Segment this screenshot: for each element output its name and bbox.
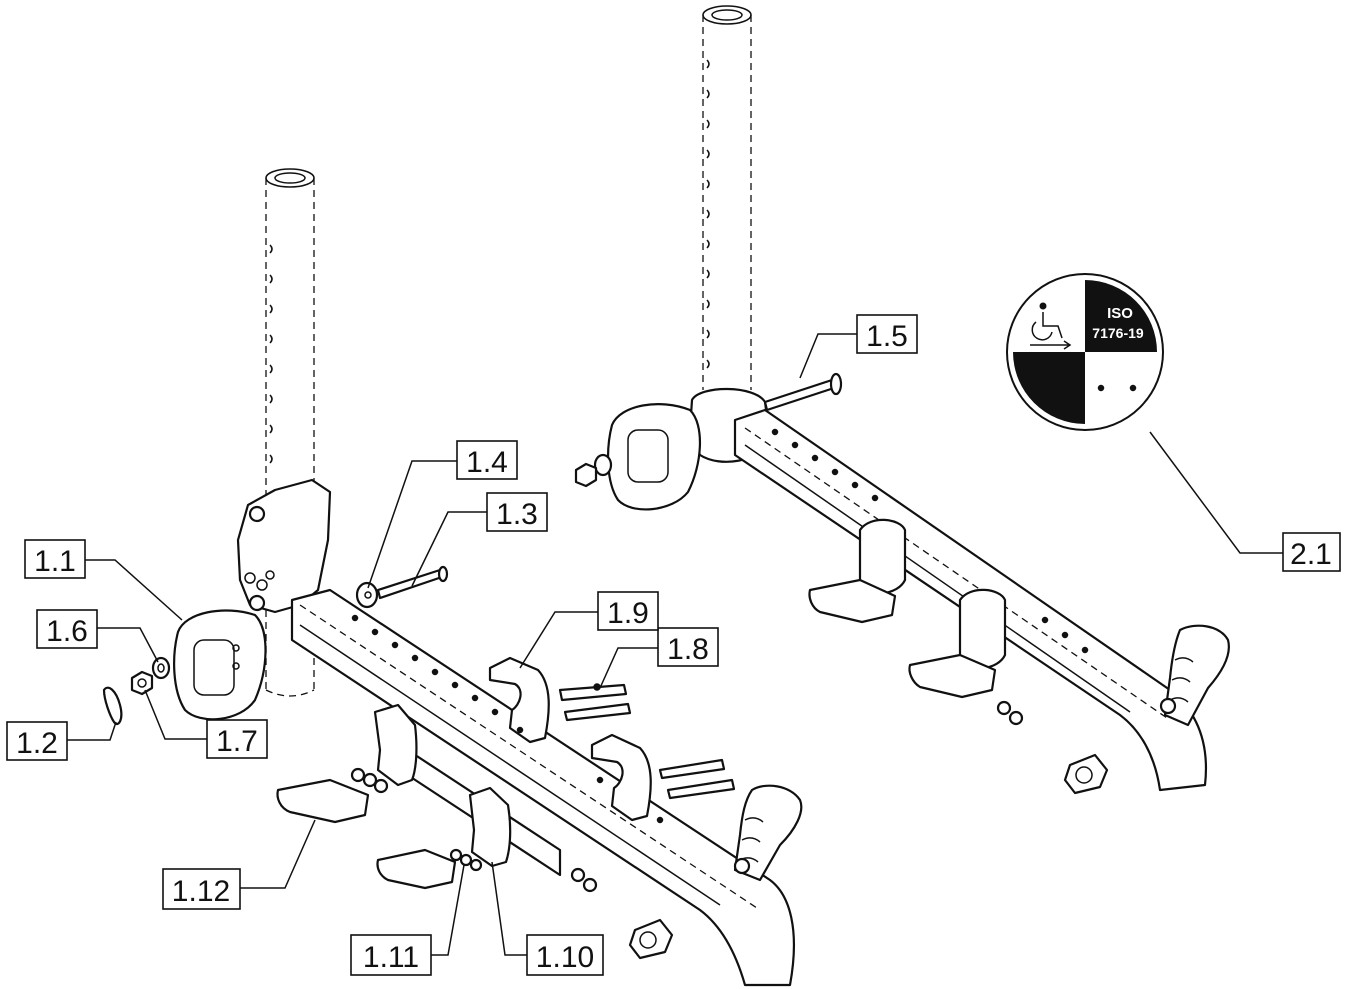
part-1-11-pins	[350, 767, 483, 872]
callout-1-11: 1.11	[350, 934, 432, 976]
callout-1-5: 1.5	[856, 314, 918, 354]
right-plate	[606, 403, 701, 511]
part-1-12-foot-pad	[276, 778, 370, 824]
part-1-2-pin	[102, 686, 123, 726]
callout-1-9: 1.9	[597, 591, 659, 631]
left-handle	[733, 784, 803, 882]
svg-text:1.10: 1.10	[536, 941, 594, 974]
svg-text:1.8: 1.8	[667, 633, 709, 666]
iso-line-1: ISO	[1107, 305, 1133, 322]
right-collar-2	[958, 588, 1007, 670]
callout-1-4: 1.4	[456, 440, 518, 480]
wheelchair-icon	[1030, 302, 1072, 350]
svg-text:1.12: 1.12	[172, 875, 230, 908]
part-1-1-plate	[173, 609, 267, 721]
callout-1-8: 1.8	[657, 627, 719, 667]
part-1-3-bolt	[376, 565, 449, 600]
svg-text:1.6: 1.6	[46, 615, 88, 648]
callout-1-7: 1.7	[206, 719, 268, 759]
right-exploded-parts	[574, 372, 843, 511]
part-1-6-washer	[151, 656, 171, 680]
part-1-9-clamp	[488, 656, 550, 744]
callout-1-1: 1.1	[24, 539, 86, 579]
svg-text:1.9: 1.9	[607, 597, 649, 630]
part-1-10-clamp	[468, 786, 512, 868]
callout-1-2: 1.2	[6, 721, 68, 761]
callout-1-6: 1.6	[36, 609, 98, 649]
part-1-7-nut	[130, 670, 154, 696]
left-exploded-parts	[102, 565, 736, 890]
car-icon	[1092, 368, 1142, 405]
svg-text:1.11: 1.11	[363, 941, 419, 974]
iso-7176-19-label: ISO 7176-19	[1006, 273, 1164, 431]
left-side-bracket	[236, 478, 332, 614]
svg-text:1.1: 1.1	[34, 545, 76, 578]
callout-1-3: 1.3	[486, 492, 548, 532]
right-upright-tube	[702, 5, 752, 390]
left-main-tube	[290, 588, 796, 987]
callout-1-12: 1.12	[162, 868, 241, 910]
right-frame-assembly	[688, 5, 1230, 795]
svg-text:1.2: 1.2	[16, 727, 58, 760]
part-1-5-bolt	[763, 372, 843, 412]
callout-2-1: 2.1	[1282, 532, 1341, 572]
svg-text:1.7: 1.7	[216, 725, 258, 758]
left-frame-assembly	[236, 168, 803, 987]
right-handle	[1163, 624, 1230, 727]
leader-lines	[67, 333, 1283, 956]
callout-1-10: 1.10	[526, 934, 604, 976]
part-1-4-washer	[355, 581, 379, 609]
svg-text:2.1: 2.1	[1290, 538, 1332, 571]
svg-text:1.3: 1.3	[496, 498, 538, 531]
part-1-8-bolts	[558, 683, 632, 722]
svg-text:1.4: 1.4	[466, 446, 508, 479]
iso-line-2: 7176-19	[1092, 325, 1144, 341]
svg-text:1.5: 1.5	[866, 320, 908, 353]
